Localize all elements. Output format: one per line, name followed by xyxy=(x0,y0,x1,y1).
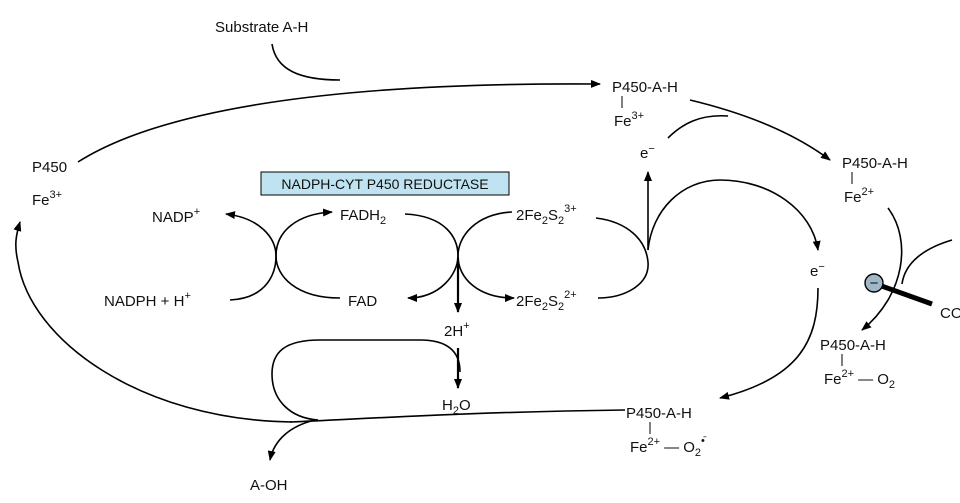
fes-reoxidation-arc xyxy=(595,217,649,299)
nadp-label: NADP+ xyxy=(152,206,200,226)
p450-superoxide-complex: Fe2+— O2•̄ xyxy=(630,435,707,459)
nadph-to-nadp-arc xyxy=(225,211,277,301)
inhibition-minus-sign: − xyxy=(870,275,879,292)
substrate-entry-arrow xyxy=(271,43,341,81)
cycle-arc-left xyxy=(13,221,293,423)
electron-top-label: e− xyxy=(640,143,655,162)
cycle-arc-bottom xyxy=(289,409,626,423)
fad-to-fadh2-arc xyxy=(275,208,341,299)
p450-o2-name: P450-A-H xyxy=(820,337,886,354)
fes-oxidized-label: 2Fe2S23+ xyxy=(516,203,577,227)
p450-ah-top-name: P450-A-H xyxy=(612,79,678,96)
p450-ah-right-name: P450-A-H xyxy=(842,155,908,172)
p450-superoxide-name: P450-A-H xyxy=(626,405,692,422)
p450-ah-right-iron: Fe2+ xyxy=(844,186,874,206)
fad-label: FAD xyxy=(348,293,377,310)
product-release-arrow xyxy=(267,419,316,461)
inhibition-minus-circle xyxy=(864,273,884,293)
p450-ah-top-iron: Fe3+ xyxy=(614,110,644,130)
cycle-arc-top xyxy=(77,79,601,163)
fes-reduced-label: 2Fe2S22+ xyxy=(516,289,577,313)
electron-right-to-o2 xyxy=(719,287,819,400)
p450-left-name: P450 xyxy=(32,159,67,176)
water-label: H2O xyxy=(442,397,471,417)
electron-loop-to-right xyxy=(647,179,821,251)
protons-label: 2H+ xyxy=(444,320,470,340)
oxygen-to-water-loop xyxy=(271,339,461,421)
electron-right-label: e− xyxy=(810,261,825,280)
product-label: A-OH xyxy=(250,477,288,494)
fadh2-label: FADH2 xyxy=(340,207,386,227)
co-arc xyxy=(901,239,953,285)
reductase-label: NADPH-CYT P450 REDUCTASE xyxy=(281,176,488,192)
fes-to-fes-arc xyxy=(457,211,515,302)
fadh2-to-fad-arc xyxy=(404,213,459,302)
electron-branch-top xyxy=(667,114,729,139)
reductase-box xyxy=(260,171,510,196)
co-inhibition-bar xyxy=(875,281,933,307)
p450-left-iron: Fe3+ xyxy=(32,189,62,209)
nadph-label: NADPH + H+ xyxy=(104,290,191,310)
cycle-right-descent xyxy=(861,207,903,331)
co-label: CO xyxy=(940,305,960,322)
p450-o2-complex: Fe2+— O2 xyxy=(824,368,895,391)
cycle-arc-top-right xyxy=(689,99,831,161)
substrate-label: Substrate A-H xyxy=(215,19,308,36)
